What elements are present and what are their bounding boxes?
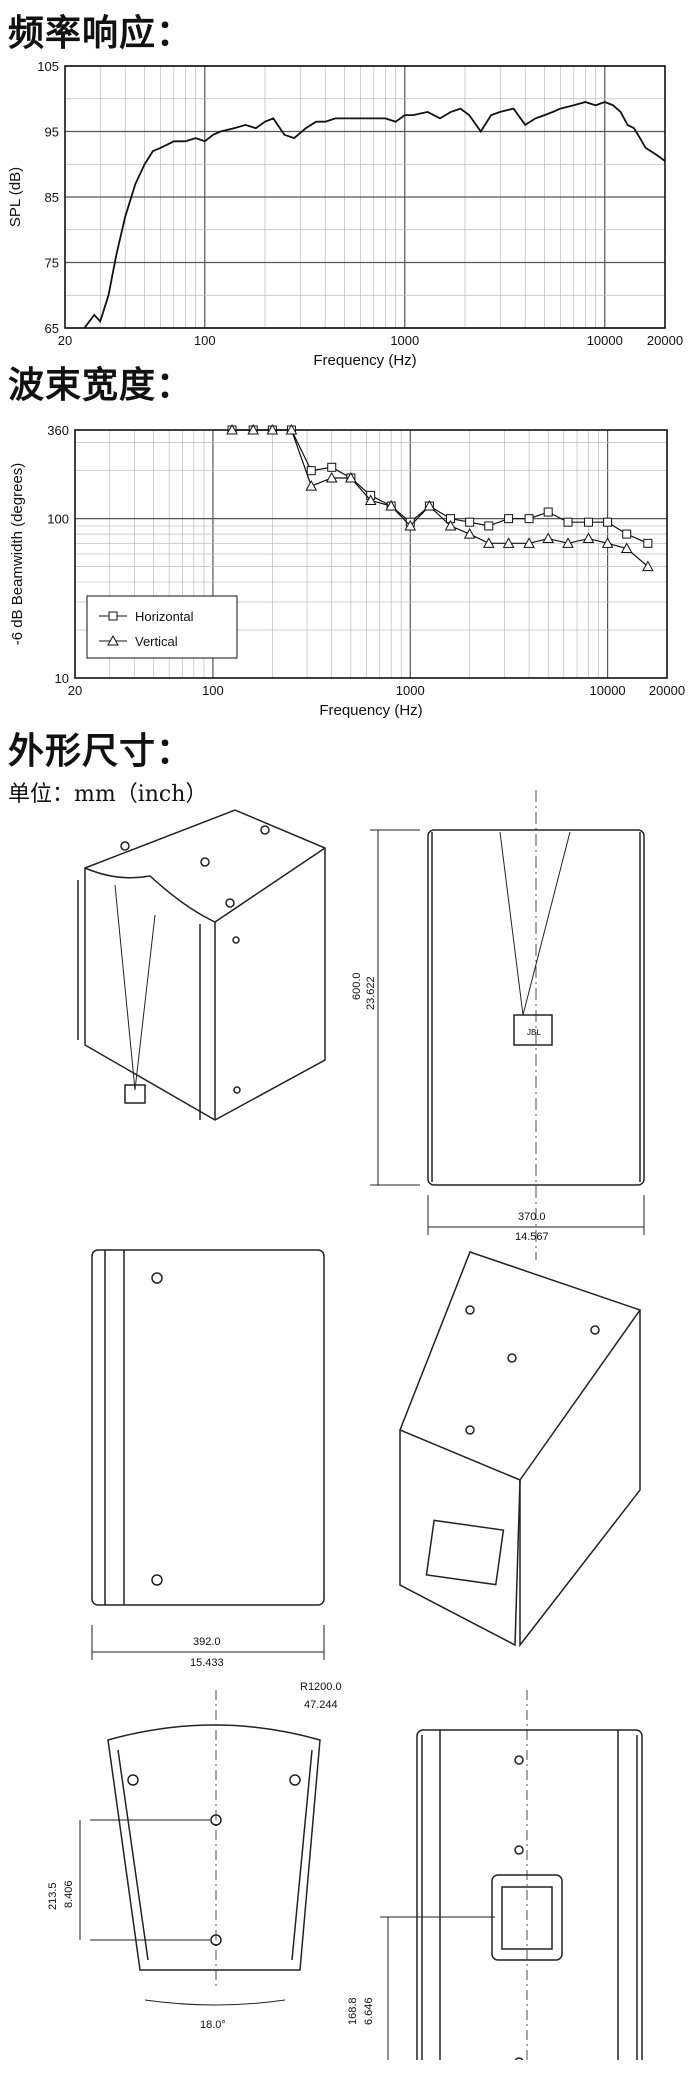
rear-offset-mm: 168.8 bbox=[347, 1997, 359, 2025]
plot-frame bbox=[64, 65, 666, 329]
horizontal-point bbox=[643, 538, 653, 548]
front-height-in: 23.622 bbox=[365, 976, 377, 1010]
x-tick-label: 20 bbox=[68, 683, 82, 698]
vertical-point bbox=[642, 560, 654, 572]
vertical-point bbox=[266, 423, 279, 435]
front-width-in: 14.567 bbox=[515, 1231, 549, 1243]
y-axis-label: -6 dB Beamwidth (degrees) bbox=[9, 463, 26, 646]
vertical-point bbox=[601, 537, 614, 548]
horizontal-point bbox=[306, 466, 316, 476]
front-height-mm: 600.0 bbox=[351, 972, 363, 1000]
rear-offset-in: 6.646 bbox=[363, 1997, 375, 2025]
legend-square-marker bbox=[108, 611, 118, 621]
plot-frame bbox=[74, 429, 668, 679]
series-line-horizontal bbox=[232, 429, 649, 544]
front-width-mm: 370.0 bbox=[518, 1211, 546, 1223]
vertical-point bbox=[423, 500, 436, 511]
vertical-point bbox=[444, 519, 457, 531]
legend-label: Horizontal bbox=[135, 609, 194, 624]
y-tick-label: 95 bbox=[45, 125, 59, 140]
vertical-point bbox=[404, 519, 417, 531]
series-line-0 bbox=[83, 101, 666, 329]
vertical-point bbox=[542, 532, 555, 544]
legend-label: Vertical bbox=[135, 634, 178, 649]
y-tick-label: 65 bbox=[45, 321, 59, 336]
horizontal-point bbox=[603, 517, 613, 527]
vertical-point bbox=[305, 480, 318, 491]
horizontal-point bbox=[622, 529, 632, 539]
x-tick-label: 1000 bbox=[396, 683, 425, 698]
top-offset-in: 8.406 bbox=[63, 1880, 75, 1908]
vertical-point bbox=[345, 471, 357, 483]
vertical-point bbox=[562, 537, 574, 548]
y-tick-label: 10 bbox=[55, 671, 69, 686]
unit-label: 单位：mm（inch） bbox=[8, 782, 208, 807]
horizontal-point bbox=[583, 517, 593, 527]
horizontal-point bbox=[465, 517, 475, 527]
vertical-point bbox=[364, 494, 377, 505]
vertical-point bbox=[523, 537, 535, 548]
dimension-drawings: 600.0 23.622 370.0 14.567 392.0 15.433 R… bbox=[47, 790, 645, 2060]
angle-label: 18.0° bbox=[200, 2019, 226, 2031]
vertical-point bbox=[582, 532, 595, 544]
x-tick-label: 10000 bbox=[587, 333, 623, 348]
y-axis-label: SPL (dB) bbox=[7, 167, 24, 227]
vertical-point bbox=[502, 537, 515, 548]
frequency-response-title: 频率响应： bbox=[8, 13, 194, 54]
side-elevation-view bbox=[91, 1249, 325, 1660]
top-view bbox=[79, 1690, 321, 2006]
rear-elevation-view bbox=[380, 1690, 643, 2060]
horizontal-point bbox=[543, 507, 553, 517]
horizontal-point bbox=[524, 514, 534, 524]
top-offset-mm: 213.5 bbox=[47, 1882, 59, 1910]
side-depth-in: 15.433 bbox=[190, 1657, 224, 1669]
frequency-response-chart: 20 100 1000 10000 20000 65 75 85 95 105Frequency … bbox=[7, 59, 683, 369]
x-tick-label: 20 bbox=[58, 333, 72, 348]
y-tick-label: 360 bbox=[47, 423, 69, 438]
x-tick-label: 20000 bbox=[647, 333, 683, 348]
vertical-point bbox=[482, 537, 495, 548]
isometric-rear-view bbox=[399, 1251, 642, 1648]
x-tick-label: 20000 bbox=[649, 683, 685, 698]
y-tick-label: 85 bbox=[45, 190, 59, 205]
vertical-point bbox=[226, 423, 238, 435]
vertical-point bbox=[620, 542, 633, 553]
logo-text: JBL bbox=[527, 1028, 541, 1037]
front-elevation-view bbox=[370, 790, 645, 1260]
vertical-point bbox=[463, 528, 476, 539]
legend-triangle-marker bbox=[107, 634, 119, 646]
legend-box bbox=[86, 595, 238, 659]
horizontal-point bbox=[504, 514, 514, 524]
x-tick-label: 100 bbox=[194, 333, 216, 348]
vertical-point bbox=[325, 471, 338, 483]
radius-in: 47.244 bbox=[304, 1699, 338, 1711]
beamwidth-title: 波束宽度： bbox=[8, 365, 194, 406]
radius-mm: R1200.0 bbox=[300, 1681, 342, 1693]
y-tick-label: 105 bbox=[37, 59, 59, 74]
horizontal-point bbox=[484, 521, 494, 531]
x-tick-label: 100 bbox=[202, 683, 224, 698]
side-depth-mm: 392.0 bbox=[193, 1636, 221, 1648]
x-tick-label: 10000 bbox=[590, 683, 626, 698]
vertical-point bbox=[385, 500, 397, 511]
y-tick-label: 100 bbox=[47, 512, 69, 527]
vertical-point bbox=[247, 423, 260, 435]
series-line-vertical bbox=[232, 429, 649, 568]
y-tick-label: 75 bbox=[45, 256, 59, 271]
x-tick-label: 1000 bbox=[390, 333, 419, 348]
horizontal-point bbox=[563, 517, 573, 527]
x-axis-label: Frequency (Hz) bbox=[313, 352, 416, 369]
horizontal-point bbox=[327, 462, 337, 472]
vertical-point bbox=[285, 423, 298, 435]
isometric-front-view bbox=[77, 809, 326, 1121]
x-axis-label: Frequency (Hz) bbox=[319, 702, 422, 719]
dimensions-title: 外形尺寸： bbox=[8, 731, 194, 772]
